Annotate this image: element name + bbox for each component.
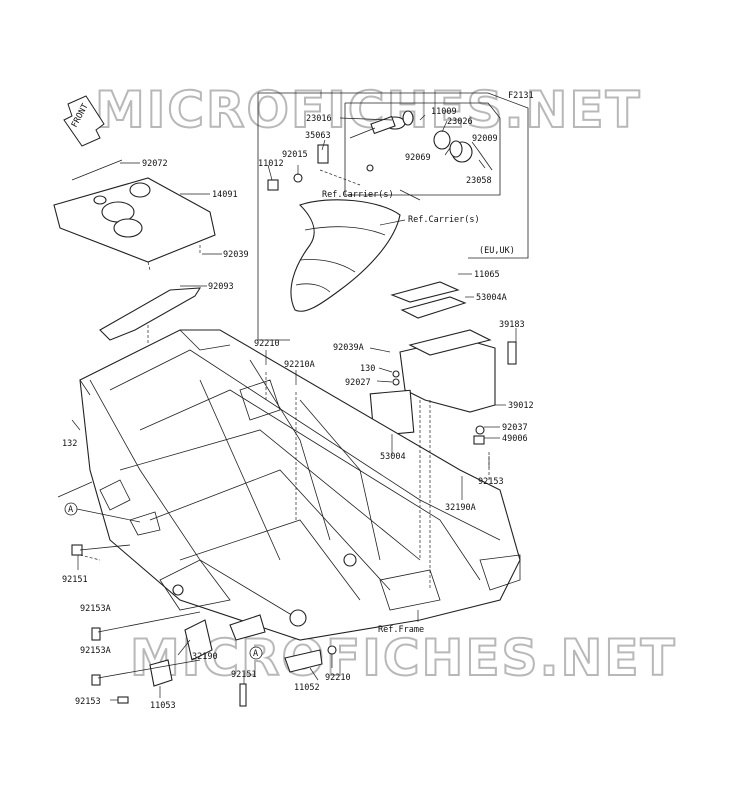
label-92153A-1: 92153A [80,604,111,614]
watermark-bottom: MICROFICHES.NET [130,629,677,687]
label-23026: 23026 [447,117,473,127]
label-53004: 53004 [380,452,406,462]
label-23016: 23016 [306,114,332,124]
label-11052: 11052 [294,683,320,693]
ref-carrier-upper: Ref.Carrier(s) [322,190,394,200]
front-arrow-icon: FRONT [63,95,105,147]
seat-cover-part [53,159,216,263]
callout-a-left: A [57,481,141,523]
label-92210: 92210 [254,339,280,349]
label-39183: 39183 [499,320,525,330]
svg-text:A: A [68,505,73,515]
label-132: 132 [62,439,77,449]
label-32190: 32190 [192,652,218,662]
region-label: (EU,UK) [479,246,515,256]
label-130: 130 [360,364,375,374]
label-92210b: 92210 [325,673,351,683]
callout-a-bottom: A [249,646,263,660]
label-92151: 92151 [62,575,88,585]
label-11012: 11012 [258,159,284,169]
carrier-box [258,92,529,259]
battery-assembly [369,281,517,445]
label-11009: 11009 [431,107,457,117]
label-53004A: 53004A [476,293,507,303]
svg-text:A: A [253,649,258,659]
diagram-id: F2131 [508,91,534,101]
label-92153: 92153 [478,477,504,487]
label-92151b: 92151 [231,670,257,680]
carrier-box-left [257,93,290,341]
label-35063: 35063 [305,131,331,141]
label-92039A: 92039A [333,343,364,353]
label-92015: 92015 [282,150,308,160]
label-92210A: 92210A [284,360,315,370]
label-92072: 92072 [142,159,168,169]
label-92009: 92009 [472,134,498,144]
leader-lines [71,114,517,701]
label-11065: 11065 [474,270,500,280]
label-92037: 92037 [502,423,528,433]
bracket-parts [71,544,337,707]
label-11053: 11053 [150,701,176,711]
label-92153b: 92153 [75,697,101,707]
label-23058: 23058 [466,176,492,186]
dashed-guides [79,169,490,590]
label-92093: 92093 [208,282,234,292]
label-92069: 92069 [405,153,431,163]
rear-fender-part [290,199,401,312]
label-14091: 14091 [212,190,238,200]
label-92027: 92027 [345,378,371,388]
frame-assembly [79,329,521,641]
label-32190A: 32190A [445,503,476,513]
label-49006: 49006 [502,434,528,444]
label-39012: 39012 [508,401,534,411]
ref-carrier-lower: Ref.Carrier(s) [408,215,480,225]
watermark-top: MICROFICHES.NET [95,81,642,139]
label-92153A-2: 92153A [80,646,111,656]
label-92039: 92039 [223,250,249,260]
brace-part [99,287,202,341]
ref-frame: Ref.Frame [378,625,424,635]
